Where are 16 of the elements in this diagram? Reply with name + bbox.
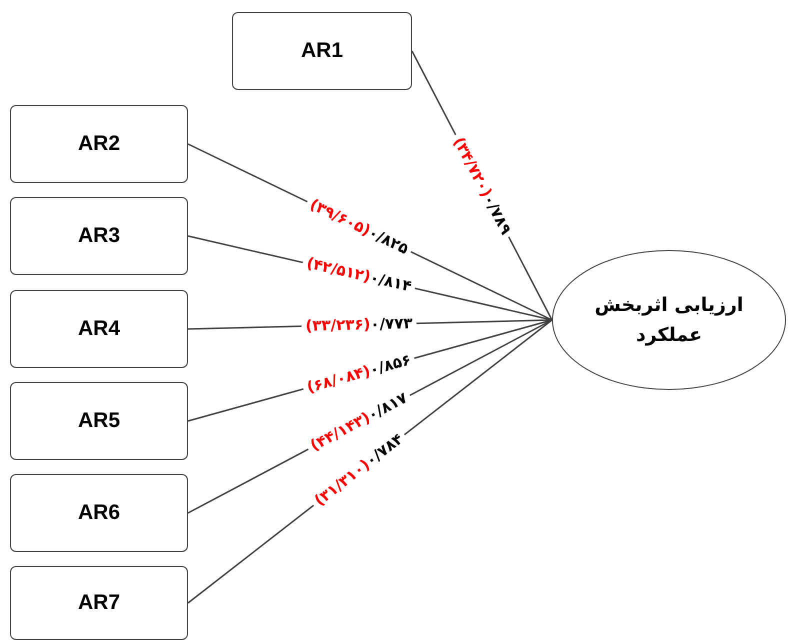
node-text: AR1: [300, 38, 343, 64]
process-box: [10, 290, 188, 368]
process-box: [10, 382, 188, 460]
node-text: AR7: [78, 590, 120, 616]
process-box: [10, 197, 188, 275]
edge-label: (۳۳/۲۳۶)۰/۷۷۳: [301, 316, 417, 334]
node-text: AR6: [78, 500, 120, 526]
node-text: ارزیابی اثربخش عملکرد: [594, 292, 744, 348]
process-box: [10, 105, 188, 183]
node-text: AR4: [78, 316, 120, 342]
process-box: [232, 12, 412, 90]
node-text: AR5: [78, 408, 120, 434]
process-box: [10, 566, 188, 640]
process-box: [10, 474, 188, 552]
node-text: AR3: [78, 223, 120, 250]
node-text: AR2: [78, 131, 120, 158]
